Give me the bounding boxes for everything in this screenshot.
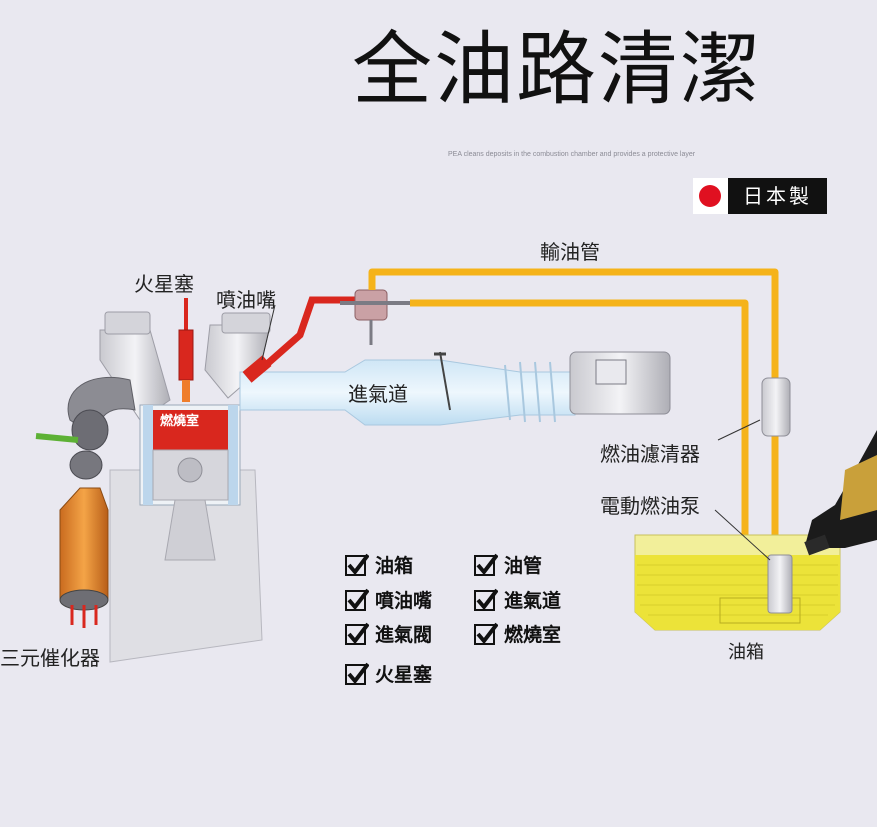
injector-body [242, 355, 272, 383]
page-subtitle: PEA cleans deposits in the combustion ch… [448, 151, 696, 158]
label-tank: 油箱 [728, 642, 764, 663]
checklist-item: 油管 [474, 551, 542, 578]
label-intake: 進氣道 [348, 382, 408, 406]
checklist-item: 進氣道 [474, 586, 561, 613]
label-fuel-pump: 電動燃油泵 [600, 494, 700, 518]
japan-flag-icon [699, 185, 721, 207]
checklist-item: 火星塞 [345, 660, 432, 687]
pressure-regulator [340, 289, 410, 345]
additive-bottle [804, 430, 877, 556]
checklist-item: 燃燒室 [474, 620, 561, 647]
label-injector: 噴油嘴 [216, 288, 276, 312]
checklist-item: 油箱 [345, 551, 413, 578]
fuel-tank [634, 534, 841, 631]
checklist-item: 噴油嘴 [345, 586, 432, 613]
engine-block [99, 311, 271, 663]
catalytic-converter [59, 487, 109, 628]
fuel-filter [761, 377, 791, 437]
badge-text: 日本製 [728, 178, 827, 214]
checkbox-checked-icon [345, 622, 369, 645]
checkbox-checked-icon [474, 588, 498, 611]
checkbox-checked-icon [345, 588, 369, 611]
label-fuel-line: 輸油管 [540, 240, 600, 264]
leader-lines [261, 304, 771, 561]
checkbox-checked-icon [345, 553, 369, 576]
checkbox-checked-icon [474, 553, 498, 576]
intake-duct [239, 351, 671, 426]
checklist-item: 進氣閥 [345, 620, 432, 647]
spark-plug [178, 298, 194, 402]
fuel-rail-red [255, 296, 360, 375]
page-title: 全油路清潔 [352, 23, 762, 116]
label-spark-plug: 火星塞 [134, 272, 194, 296]
checkbox-checked-icon [474, 622, 498, 645]
chamber-label: 燃燒室 [160, 413, 199, 429]
label-catalyst: 三元催化器 [0, 646, 100, 670]
made-in-japan-badge: 日本製 [693, 178, 827, 214]
exhaust-manifold [35, 376, 136, 480]
label-fuel-filter: 燃油濾清器 [600, 442, 700, 466]
checkbox-checked-icon [345, 662, 369, 685]
